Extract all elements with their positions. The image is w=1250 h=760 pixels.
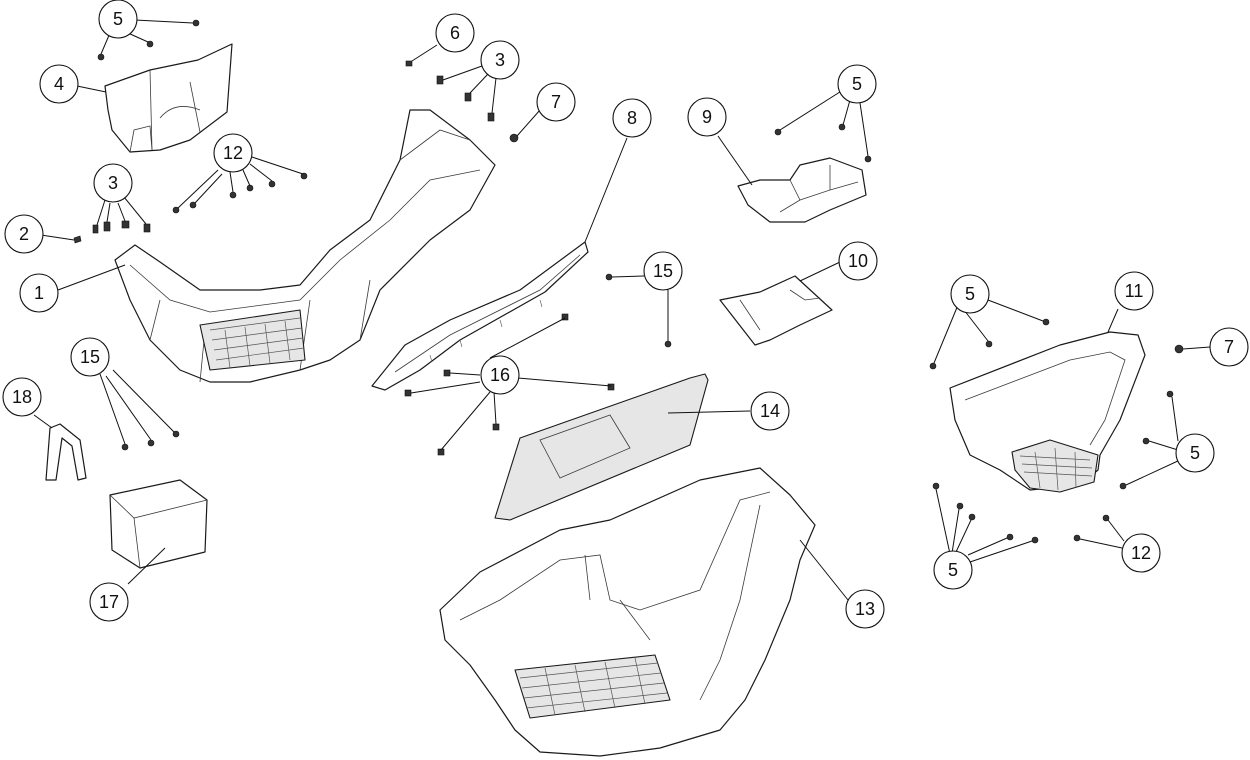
- part-10-bracket: [719, 275, 833, 346]
- callout-12-left: 12: [213, 133, 253, 173]
- callout-10: 10: [838, 241, 878, 281]
- callout-17: 17: [89, 582, 129, 622]
- svg-text:2: 2: [19, 224, 29, 244]
- callout-3-lower: 3: [93, 163, 133, 203]
- svg-text:4: 4: [54, 74, 64, 94]
- svg-text:3: 3: [108, 173, 118, 193]
- callout-7-upper: 7: [536, 82, 576, 122]
- svg-text:7: 7: [551, 92, 561, 112]
- callout-1: 1: [19, 273, 59, 313]
- callout-3-upper: 3: [480, 40, 520, 80]
- part-2-pin: [73, 235, 82, 244]
- callout-13: 13: [845, 589, 885, 629]
- svg-text:12: 12: [1131, 543, 1151, 563]
- callout-4: 4: [39, 64, 79, 104]
- callout-14: 14: [750, 391, 790, 431]
- callout-5-bottom-right: 5: [933, 550, 973, 590]
- svg-text:1: 1: [34, 283, 44, 303]
- callout-18: 18: [2, 377, 42, 417]
- part-18-strap: [45, 423, 87, 481]
- callouts: 5 4 6 3 7 8 9 5: [2, 0, 1249, 629]
- callout-7-right: 7: [1209, 327, 1249, 367]
- svg-text:15: 15: [80, 347, 100, 367]
- callout-5-near-11: 5: [950, 274, 990, 314]
- part-11-right-panel: [949, 331, 1146, 493]
- callout-15-centre: 15: [643, 251, 683, 291]
- svg-text:14: 14: [760, 401, 780, 421]
- svg-text:12: 12: [223, 143, 243, 163]
- callout-12-bottom-right: 12: [1121, 533, 1161, 573]
- callout-2: 2: [4, 214, 44, 254]
- svg-text:10: 10: [848, 251, 868, 271]
- svg-text:18: 18: [12, 387, 32, 407]
- svg-text:8: 8: [627, 108, 637, 128]
- svg-text:5: 5: [965, 284, 975, 304]
- svg-text:5: 5: [1190, 443, 1200, 463]
- callout-9: 9: [687, 97, 727, 137]
- callout-11: 11: [1114, 271, 1154, 311]
- svg-text:13: 13: [855, 599, 875, 619]
- svg-text:6: 6: [450, 23, 460, 43]
- svg-text:5: 5: [852, 74, 862, 94]
- svg-text:15: 15: [653, 261, 673, 281]
- svg-text:9: 9: [702, 107, 712, 127]
- part-4-upper-panel: [104, 43, 233, 153]
- callout-5-top-left: 5: [98, 0, 138, 39]
- svg-text:17: 17: [99, 592, 119, 612]
- svg-text:7: 7: [1224, 337, 1234, 357]
- part-9-bracket: [737, 157, 867, 223]
- svg-text:11: 11: [1125, 281, 1144, 301]
- part-8-side-panel: [371, 241, 589, 391]
- leader-lines: [33, 19, 1211, 601]
- callout-5-near-9: 5: [837, 64, 877, 104]
- callout-16: 16: [480, 355, 520, 395]
- callout-5-right: 5: [1175, 433, 1215, 473]
- part-17-box: [109, 479, 208, 569]
- svg-text:5: 5: [113, 9, 123, 29]
- svg-text:5: 5: [948, 560, 958, 580]
- callout-8: 8: [612, 98, 652, 138]
- part-1-left-footwell: [114, 109, 496, 383]
- callout-15-left: 15: [70, 337, 110, 377]
- part-13-right-footwell: [439, 467, 816, 757]
- callout-6: 6: [435, 13, 475, 53]
- svg-text:16: 16: [490, 365, 510, 385]
- svg-text:3: 3: [495, 50, 505, 70]
